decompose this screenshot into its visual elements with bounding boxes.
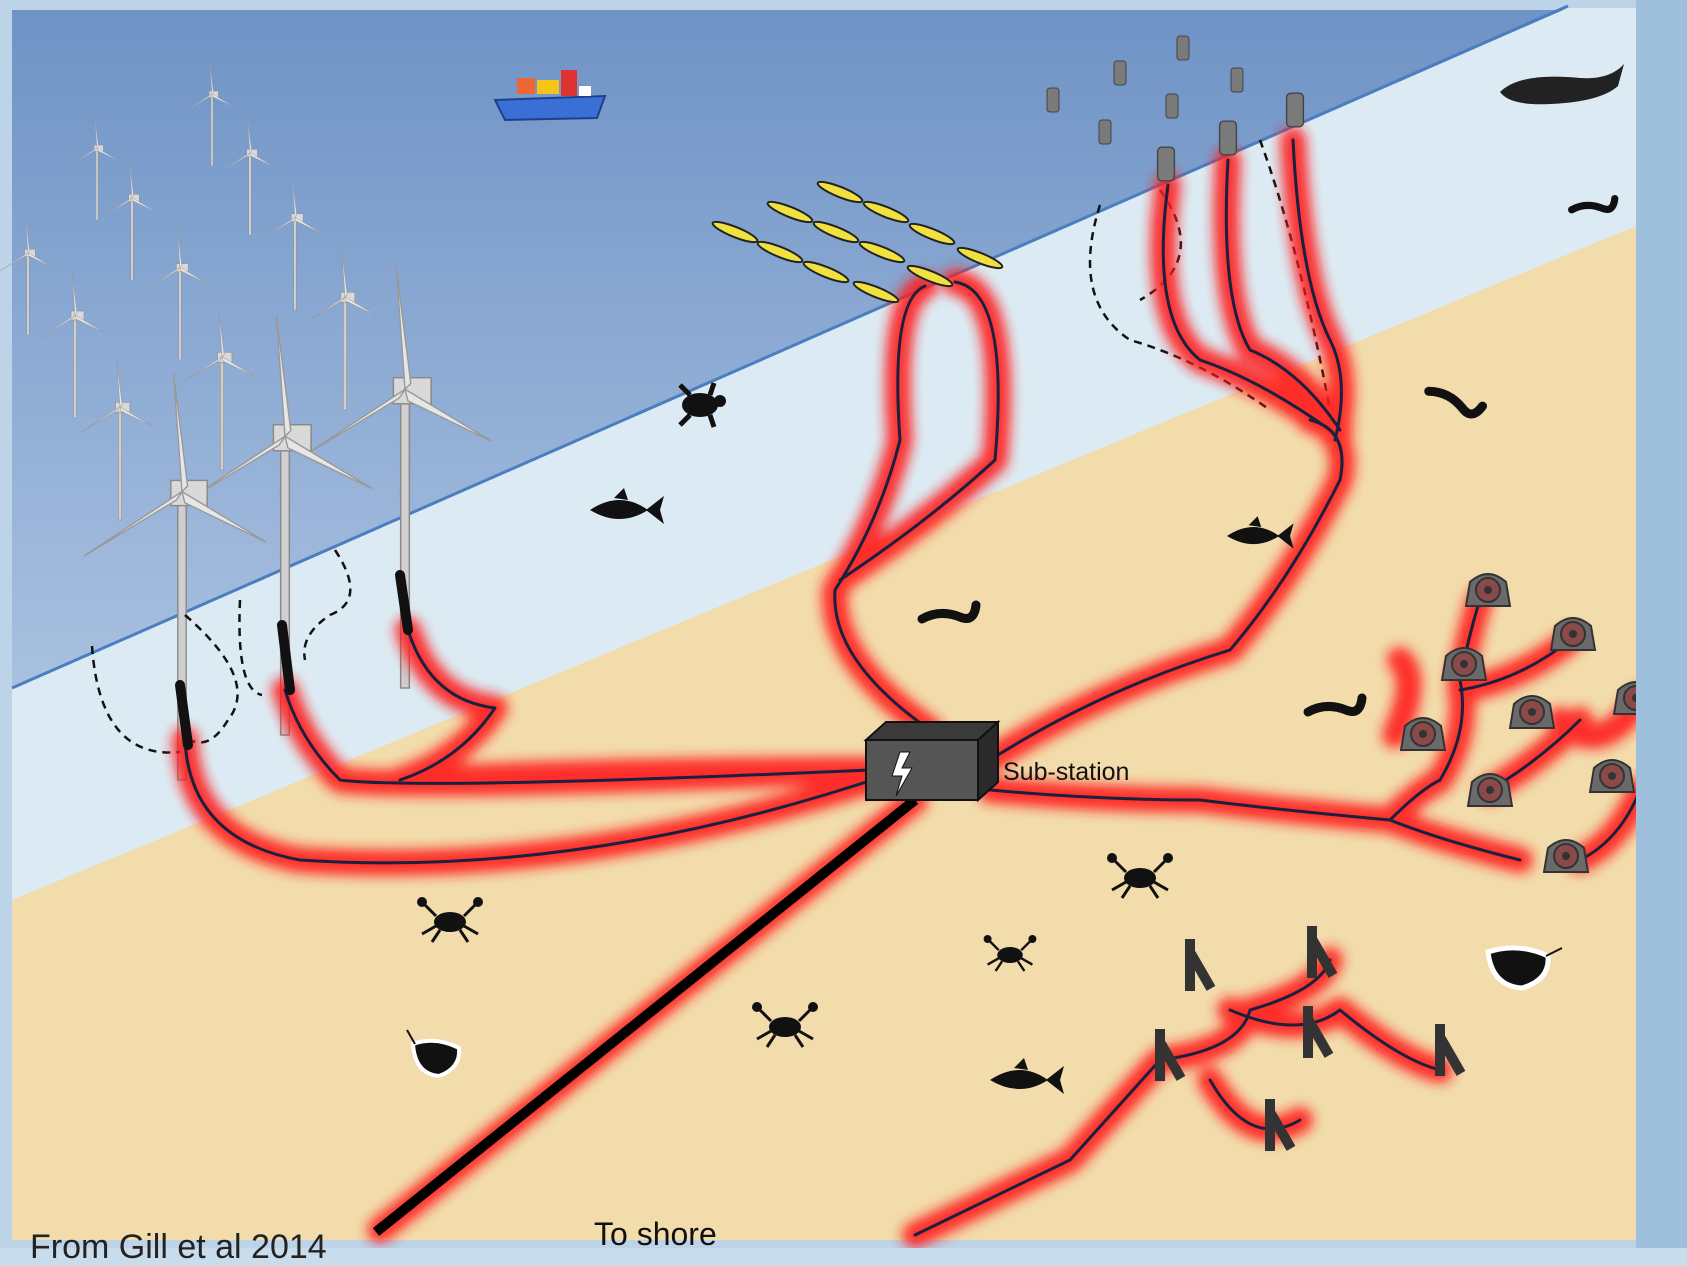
tidal-turbine-icon: [1589, 759, 1635, 793]
credit-text: From Gill et al 2014: [30, 1228, 327, 1266]
buoy-icon: [1046, 87, 1060, 113]
whale-icon: [1500, 64, 1624, 105]
sea-surface-line: [11, 4, 1569, 690]
buoy-icon: [1285, 92, 1305, 128]
buoy-icon: [1230, 67, 1244, 93]
wave-device-icon: [711, 220, 900, 304]
tidal-turbine-icon: [1441, 647, 1487, 681]
buoy-icon: [1176, 35, 1190, 61]
lightning-icon: [891, 751, 913, 797]
turtle-icon: [678, 382, 726, 428]
wave-device-icon: [766, 200, 954, 288]
wave-device-icon: [816, 180, 1004, 270]
frame-edge: [1636, 0, 1687, 1248]
seabed: [12, 226, 1636, 1240]
buoy-icon: [1113, 60, 1127, 86]
buoy-icon: [1156, 146, 1176, 182]
wave-energy-devices: [711, 180, 1004, 304]
ship-icon: [493, 70, 607, 122]
tidal-turbine-icon: [1465, 573, 1511, 607]
substation: [863, 719, 1001, 803]
tidal-turbine-icon: [1467, 773, 1513, 807]
tidal-turbine-icon: [1543, 839, 1589, 873]
substation-label: Sub-station: [1003, 758, 1129, 786]
cable-cores: [183, 138, 1642, 1237]
to-shore-label: To shore: [594, 1216, 717, 1248]
tidal-turbine-icon: [1509, 695, 1555, 729]
buoy-icon: [1165, 93, 1179, 119]
ray-icon: [406, 1029, 462, 1079]
tidal-turbine-icon: [1400, 717, 1446, 751]
cable-risers: [175, 570, 413, 750]
buoy-icon: [1218, 120, 1238, 156]
tidal-turbine-icon: [1550, 617, 1596, 651]
export-cable: [372, 796, 919, 1236]
ray-icon: [1485, 945, 1563, 991]
buoy-icon: [1098, 119, 1112, 145]
